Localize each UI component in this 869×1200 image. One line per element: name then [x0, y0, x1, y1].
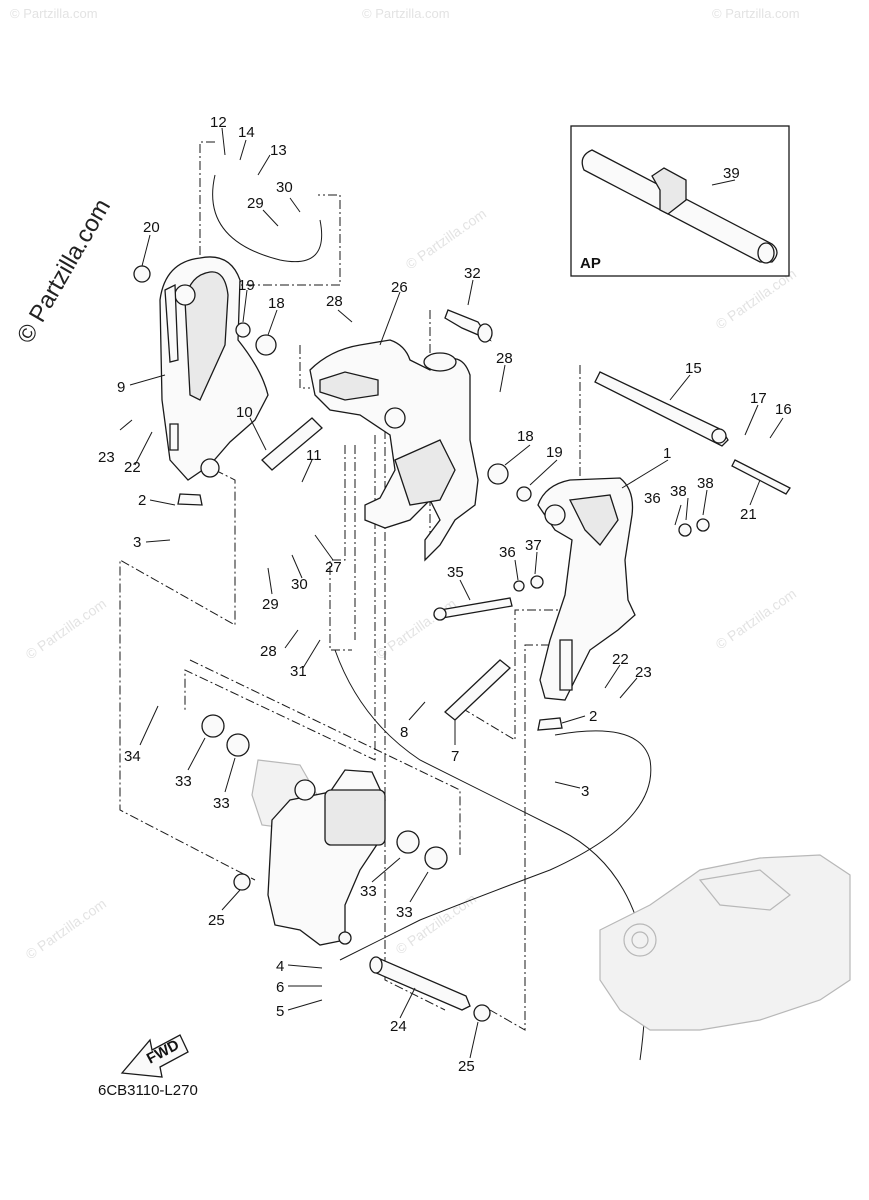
callout-4: 4	[276, 958, 284, 975]
swivel-bracket	[309, 339, 479, 562]
callout-28: 28	[326, 293, 343, 310]
callout-25: 25	[458, 1058, 475, 1075]
callout-18: 18	[268, 295, 285, 312]
callout-1: 1	[663, 445, 671, 462]
watermark-large: © Partzilla.com	[12, 194, 116, 348]
callout-3: 3	[581, 783, 589, 800]
watermark-text: © Partzilla.com	[713, 585, 799, 652]
callout-26: 26	[391, 279, 408, 296]
callout-14: 14	[238, 124, 255, 141]
callout-32: 32	[464, 265, 481, 282]
left-clamp-bracket	[159, 256, 269, 481]
inset-ap-box: AP	[570, 125, 790, 277]
callout-29: 29	[247, 195, 264, 212]
engine-block-ghost	[599, 854, 851, 1031]
callout-13: 13	[270, 142, 287, 159]
rod-21	[731, 459, 791, 495]
callout-38: 38	[670, 483, 687, 500]
callout-33: 33	[360, 883, 377, 900]
fwd-arrow-icon: FWD	[120, 1034, 189, 1078]
callout-33: 33	[396, 904, 413, 921]
callout-11: 11	[306, 447, 322, 464]
diagram-code: 6CB3110-L270	[98, 1082, 198, 1099]
watermark-text: © Partzilla.com	[373, 595, 459, 662]
callout-36: 36	[644, 490, 661, 507]
callout-20: 20	[143, 219, 160, 236]
callout-31: 31	[290, 663, 307, 680]
callout-6: 6	[276, 979, 284, 996]
watermark-text: © Partzilla.com	[23, 895, 109, 962]
callout-2: 2	[138, 492, 146, 509]
callout-3: 3	[133, 534, 141, 551]
callout-labels: 12 14 13 30 29 20 19 18 28 26 32 28 9 10…	[98, 114, 792, 1075]
watermark-text: © Partzilla.com	[10, 6, 98, 21]
callout-37: 37	[525, 537, 542, 554]
callout-2: 2	[589, 708, 597, 725]
callout-23: 23	[635, 664, 652, 681]
callout-21: 21	[740, 506, 757, 523]
callout-28: 28	[496, 350, 513, 367]
link-10	[261, 417, 323, 471]
callout-22: 22	[612, 651, 629, 668]
callout-28: 28	[260, 643, 277, 660]
callout-25: 25	[208, 912, 225, 929]
inset-label: AP	[580, 255, 601, 272]
callout-27: 27	[325, 559, 342, 576]
watermark-text: © Partzilla.com	[393, 890, 479, 957]
callout-5: 5	[276, 1003, 284, 1020]
tilt-shaft-24	[373, 957, 471, 1011]
link-7	[444, 659, 511, 721]
callout-9: 9	[117, 379, 125, 396]
callout-33: 33	[213, 795, 230, 812]
callout-7: 7	[451, 748, 459, 765]
callout-15: 15	[685, 360, 702, 377]
callout-30: 30	[276, 179, 293, 196]
right-clamp-bracket	[537, 477, 636, 701]
tilt-rod	[594, 371, 729, 447]
callout-12: 12	[210, 114, 227, 131]
callout-17: 17	[750, 390, 767, 407]
watermark-text: © Partzilla.com	[712, 6, 800, 21]
callout-39: 39	[723, 165, 740, 182]
callout-38: 38	[697, 475, 714, 492]
callout-10: 10	[236, 404, 253, 421]
tilt-unit	[251, 759, 386, 946]
callout-33: 33	[175, 773, 192, 790]
callout-8: 8	[400, 724, 408, 741]
callout-19: 19	[238, 277, 255, 294]
small-parts	[133, 265, 791, 1022]
watermark-text: © Partzilla.com	[403, 205, 489, 272]
callout-24: 24	[390, 1018, 407, 1035]
callout-35: 35	[447, 564, 464, 581]
watermark-text: © Partzilla.com	[23, 595, 109, 662]
callout-16: 16	[775, 401, 792, 418]
callout-22: 22	[124, 459, 141, 476]
callout-19: 19	[546, 444, 563, 461]
leader-lines	[119, 127, 784, 1059]
callout-30: 30	[291, 576, 308, 593]
callout-36: 36	[499, 544, 516, 561]
callout-18: 18	[517, 428, 534, 445]
callout-23: 23	[98, 449, 115, 466]
callout-34: 34	[124, 748, 141, 765]
callout-29: 29	[262, 596, 279, 613]
watermark-text: © Partzilla.com	[362, 6, 450, 21]
